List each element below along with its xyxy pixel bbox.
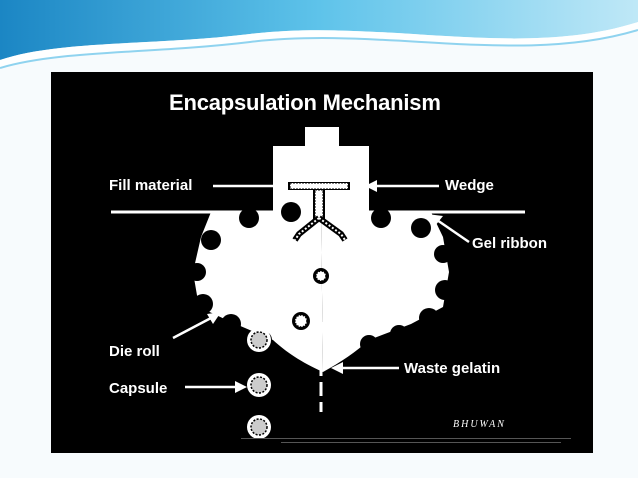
diagram-title: Encapsulation Mechanism [169, 90, 441, 115]
gel-ribbon-label: Gel ribbon [472, 235, 547, 252]
right-die-roll [321, 212, 449, 372]
diagram-panel: Encapsulation Mechanism Fill material We… [51, 72, 593, 453]
encapsulation-diagram [111, 127, 571, 443]
wedge-label: Wedge [445, 177, 494, 194]
label-arrows [172, 180, 470, 393]
left-die-roll [193, 212, 323, 372]
fill-material-label: Fill material [109, 177, 193, 194]
scan-noise [241, 438, 571, 443]
fill-nozzle [288, 182, 350, 242]
slide-header-swoosh [0, 0, 638, 69]
waste-gelatin-label: Waste gelatin [404, 360, 501, 377]
capsule-label: Capsule [109, 380, 168, 397]
author-signature: BHUWAN [453, 419, 506, 430]
die-roll-label: Die roll [109, 343, 160, 360]
right-roll-cavities [360, 208, 455, 353]
wedge-top [305, 127, 339, 149]
capsules [247, 268, 329, 439]
